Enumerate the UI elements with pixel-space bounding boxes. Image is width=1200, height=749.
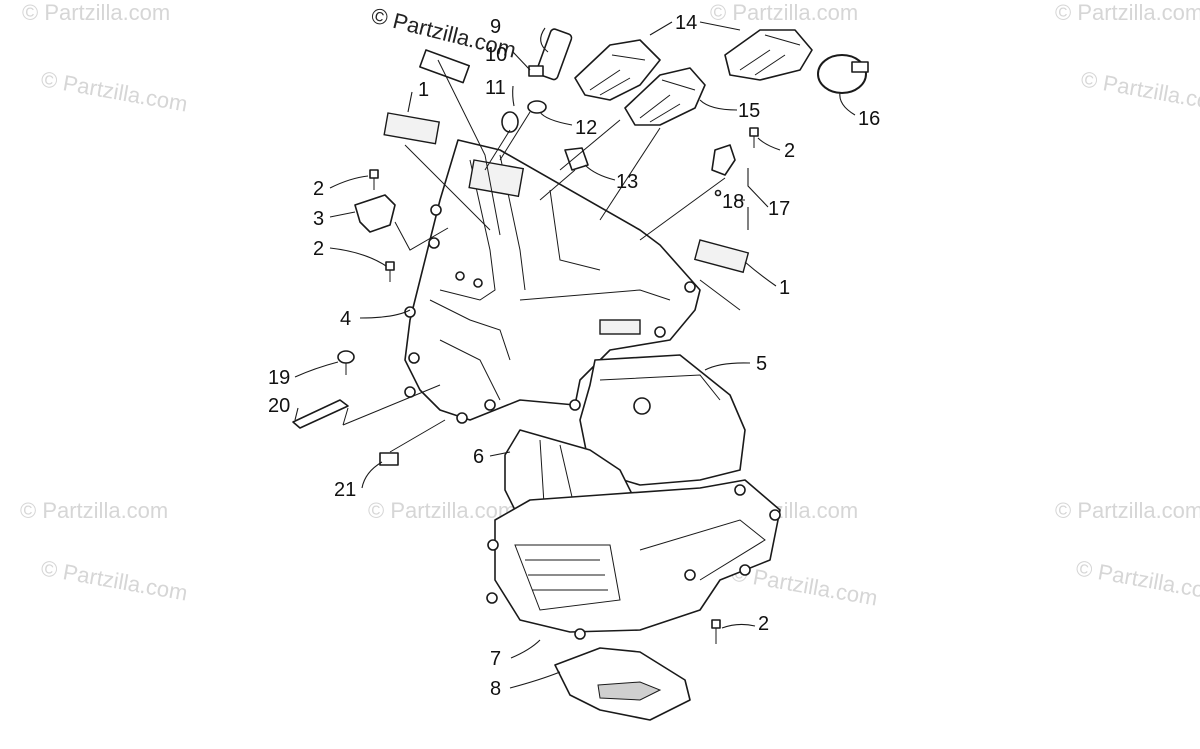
part-1-foam-pad-top	[383, 112, 441, 145]
part-11-grommet	[501, 111, 519, 133]
callout-labels: 9 10 11 1 12 13 14 15 16 2 2 3 2 18 17 1…	[268, 12, 880, 700]
callout-14: 14	[675, 12, 697, 34]
watermark-text: © Partzilla.com	[22, 0, 170, 25]
callout-11: 11	[485, 77, 506, 99]
part-13-sensor-boot	[564, 147, 589, 171]
callout-2: 2	[313, 238, 324, 260]
callout-15: 15	[738, 100, 760, 122]
callout-2: 2	[784, 140, 795, 162]
watermark-text: © Partzilla.com	[39, 555, 189, 605]
leader-lines	[294, 21, 856, 689]
part-5-cover-plate	[579, 354, 746, 486]
callout-7: 7	[490, 648, 501, 670]
part-2-bolt	[385, 261, 395, 282]
callout-18: 18	[722, 191, 744, 213]
watermark-text: © Partzilla.com	[20, 498, 168, 523]
part-21-clip	[379, 452, 399, 466]
watermark-text: © Partzilla.com	[39, 66, 189, 116]
watermark-text: © Partzilla.com	[1055, 498, 1200, 523]
part-16-clamp-screw	[851, 61, 869, 73]
callout-6: 6	[473, 446, 484, 468]
part-14-intake-duct-right	[724, 29, 813, 81]
callout-5: 5	[756, 353, 767, 375]
part-18-o-ring	[714, 189, 722, 197]
part-2-bolt	[711, 619, 721, 644]
part-7-lower-tray	[486, 479, 781, 640]
callout-1: 1	[418, 79, 429, 101]
part-17-sensor	[711, 144, 736, 176]
callout-16: 16	[858, 108, 880, 130]
callout-2: 2	[758, 613, 769, 635]
callout-9: 9	[490, 16, 501, 38]
part-10-clip	[528, 65, 544, 77]
callout-20: 20	[268, 395, 290, 417]
callout-3: 3	[313, 208, 324, 230]
watermark-text: © Partzilla.com	[1074, 555, 1200, 605]
part-flap	[419, 49, 471, 84]
part-2-bolt	[369, 169, 379, 190]
part-2-bolt	[749, 127, 759, 148]
callout-19: 19	[268, 367, 290, 389]
part-20-strap	[292, 399, 349, 429]
callout-1: 1	[779, 277, 790, 299]
part-4-airbox-housing	[404, 139, 701, 424]
part-12-bushing	[527, 100, 547, 114]
callout-4: 4	[340, 308, 351, 330]
callout-10: 10	[485, 44, 507, 66]
part-14-intake-duct-left	[574, 39, 661, 101]
watermark-text: © Partzilla.com	[1079, 66, 1200, 116]
watermark-text: © Partzilla.com	[710, 0, 858, 25]
part-19-push-rivet	[337, 350, 355, 375]
callout-12: 12	[575, 117, 597, 139]
callout-21: 21	[334, 479, 356, 501]
watermark-text: © Partzilla.com	[1055, 0, 1200, 25]
callout-2: 2	[313, 178, 324, 200]
callout-8: 8	[490, 678, 501, 700]
callout-17: 17	[768, 198, 790, 220]
part-16-hose-clamp	[817, 54, 867, 94]
part-15-intake-duct	[624, 67, 706, 126]
part-9-tube	[535, 28, 573, 81]
watermark-text: © Partzilla.com	[368, 498, 516, 523]
part-3-bracket	[354, 194, 396, 233]
callout-13: 13	[616, 171, 638, 193]
part-1-foam-pad-right	[693, 239, 750, 274]
part-8-mesh-screen	[554, 647, 691, 721]
